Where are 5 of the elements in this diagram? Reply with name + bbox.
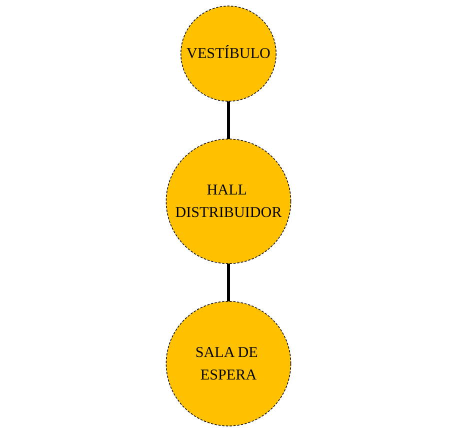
node-circle: HALL DISTRIBUIDOR	[166, 138, 292, 264]
node-circle: VESTÍBULO	[180, 6, 276, 102]
connector	[227, 264, 230, 302]
node-circle: SALA DE ESPERA	[166, 301, 292, 426]
connector	[227, 101, 230, 140]
